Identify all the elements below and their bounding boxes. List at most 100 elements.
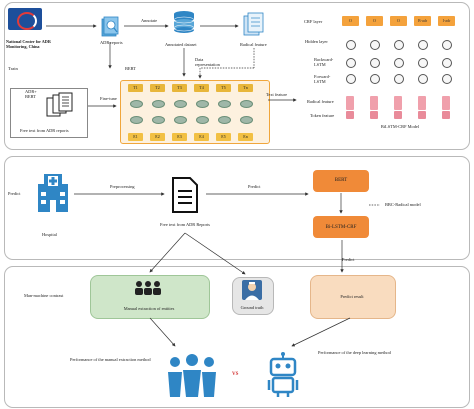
vs-label: VS [232, 372, 239, 377]
radical-feature-bar [394, 111, 402, 119]
bert-input-token: En [238, 133, 253, 141]
predict-left-label: Predict [8, 191, 21, 196]
predict-mid-label: Predict [248, 184, 261, 189]
model-name-label: BBC-Radical model [385, 202, 421, 207]
hidden-layer-label: Hidden layer [305, 39, 328, 44]
lstm-cell [418, 74, 428, 84]
bert-input-token: E2 [150, 133, 165, 141]
bert-output-token: T2 [150, 84, 165, 92]
bilstm-crf-label: Bi-LSTM-CRF [325, 225, 357, 230]
adr-bert-label: ADR+ BERT [25, 89, 37, 100]
bert-neuron [240, 116, 253, 124]
ncadr-logo [8, 8, 42, 30]
input-box [10, 88, 88, 138]
bert-neuron [196, 116, 209, 124]
bert-output-token: T1 [128, 84, 143, 92]
free-text-adr-label: Free text from ADR Reports [160, 222, 210, 227]
lstm-cell [442, 74, 452, 84]
train-label: Train [8, 66, 18, 71]
token-feature-bar [394, 96, 402, 110]
manual-extraction-label: Manual extraction of entities [123, 306, 175, 311]
fine-tune-label: Fine-tune [100, 96, 117, 101]
doctor-icon [241, 279, 263, 301]
predict-down-label: Predict [342, 257, 355, 262]
crf-layer-label: CRF layer [304, 19, 323, 24]
report-document-icon [170, 176, 200, 214]
token-feature-bar [370, 96, 378, 110]
annotated-dataset-label: Annotated dataset [165, 42, 197, 47]
radical-feature-row-label: Radical feature [307, 99, 334, 104]
bert-neuron [240, 100, 253, 108]
lstm-cell [346, 74, 356, 84]
lstm-cell [394, 40, 404, 50]
bert-input-token: E1 [128, 133, 143, 141]
lstm-cell [394, 74, 404, 84]
bert-neuron [174, 100, 187, 108]
lstm-cell [418, 58, 428, 68]
bert-block [313, 170, 369, 192]
bert-neuron [152, 100, 165, 108]
bert-input-token: E3 [172, 133, 187, 141]
annotate-label: Annotate [141, 18, 158, 23]
text-feature-label: Text feature [266, 92, 288, 97]
hospital-icon [36, 172, 70, 214]
radical-feature-bar [442, 111, 450, 119]
bert-neuron [130, 100, 143, 108]
bert-input-token: E5 [216, 133, 231, 141]
lstm-cell [370, 40, 380, 50]
hospital-label: Hospital [42, 232, 57, 237]
lstm-cell [346, 40, 356, 50]
lstm-cell [418, 40, 428, 50]
predict-result-box [310, 275, 396, 319]
crf-tag: O [366, 16, 383, 26]
perf-deep-label: Performance of the deep learning method [318, 350, 391, 355]
crf-tag: I-adr [438, 16, 455, 26]
token-feature-bar [442, 96, 450, 110]
bert-neuron [152, 116, 165, 124]
crf-tag: O [390, 16, 407, 26]
bert-output-token: Tn [238, 84, 253, 92]
bert-neuron [218, 100, 231, 108]
radical-feature-bar [370, 111, 378, 119]
database-icon [172, 10, 196, 38]
forward-lstm-label: Forward- LSTM [314, 74, 331, 85]
token-feature-bar [418, 96, 426, 110]
people-group-icon [166, 352, 218, 398]
lstm-cell [370, 74, 380, 84]
model-caption: BiLSTM-CRF Model [380, 124, 420, 129]
bert-block-label: BERT [334, 178, 348, 183]
data-representation-label: Data representation [195, 57, 220, 68]
panel-predict [4, 156, 470, 260]
crf-tag: B-adr [414, 16, 431, 26]
adr-reports-label: ADR reports [100, 40, 123, 45]
robot-icon [266, 352, 300, 398]
lstm-cell [394, 58, 404, 68]
bert-neuron [196, 100, 209, 108]
backward-lstm-label: Backward- LSTM [314, 57, 334, 68]
perf-manual-label: Performance of the manual extraction met… [70, 357, 151, 362]
bert-neuron [174, 116, 187, 124]
token-feature-bar [346, 96, 354, 110]
ground-truth-label: Ground truth [240, 305, 264, 310]
man-machine-label: Man-machine contrast [24, 293, 64, 298]
bert-output-token: T3 [172, 84, 187, 92]
bert-output-token: T4 [194, 84, 209, 92]
logo-swirl-icon [17, 12, 37, 30]
org-name: National Center for ADR Monitoring, Chin… [6, 39, 51, 49]
radical-feature-bar [346, 111, 354, 119]
lstm-cell [442, 40, 452, 50]
adr-reports-icon [100, 16, 120, 38]
lstm-cell [442, 58, 452, 68]
bert-input-token: E4 [194, 133, 209, 141]
team-icon [133, 280, 163, 296]
bert-neuron [218, 116, 231, 124]
lstm-cell [346, 58, 356, 68]
free-text-reports-label: Free text from ADR reports [20, 128, 69, 133]
bilstm-crf-block [313, 216, 369, 238]
predict-result-label: Predict result [340, 294, 364, 299]
preprocessing-label: Preprocessing [110, 184, 135, 189]
radical-feature-label: Radical feature [240, 42, 267, 47]
token-feature-label: Token feature [310, 113, 335, 118]
bert-output-token: T5 [216, 84, 231, 92]
lstm-cell [370, 58, 380, 68]
